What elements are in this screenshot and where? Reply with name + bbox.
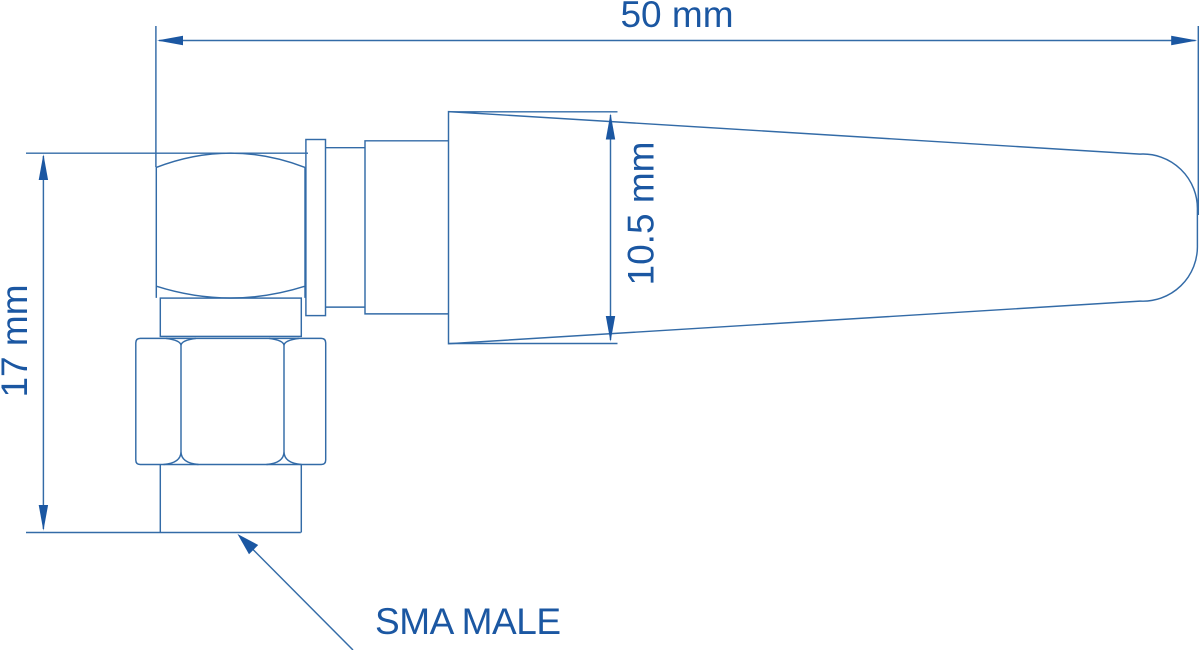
svg-text:SMA MALE: SMA MALE bbox=[375, 601, 561, 642]
svg-text:17 mm: 17 mm bbox=[0, 284, 35, 397]
svg-text:50 mm: 50 mm bbox=[620, 0, 733, 35]
svg-text:10.5 mm: 10.5 mm bbox=[621, 142, 662, 286]
